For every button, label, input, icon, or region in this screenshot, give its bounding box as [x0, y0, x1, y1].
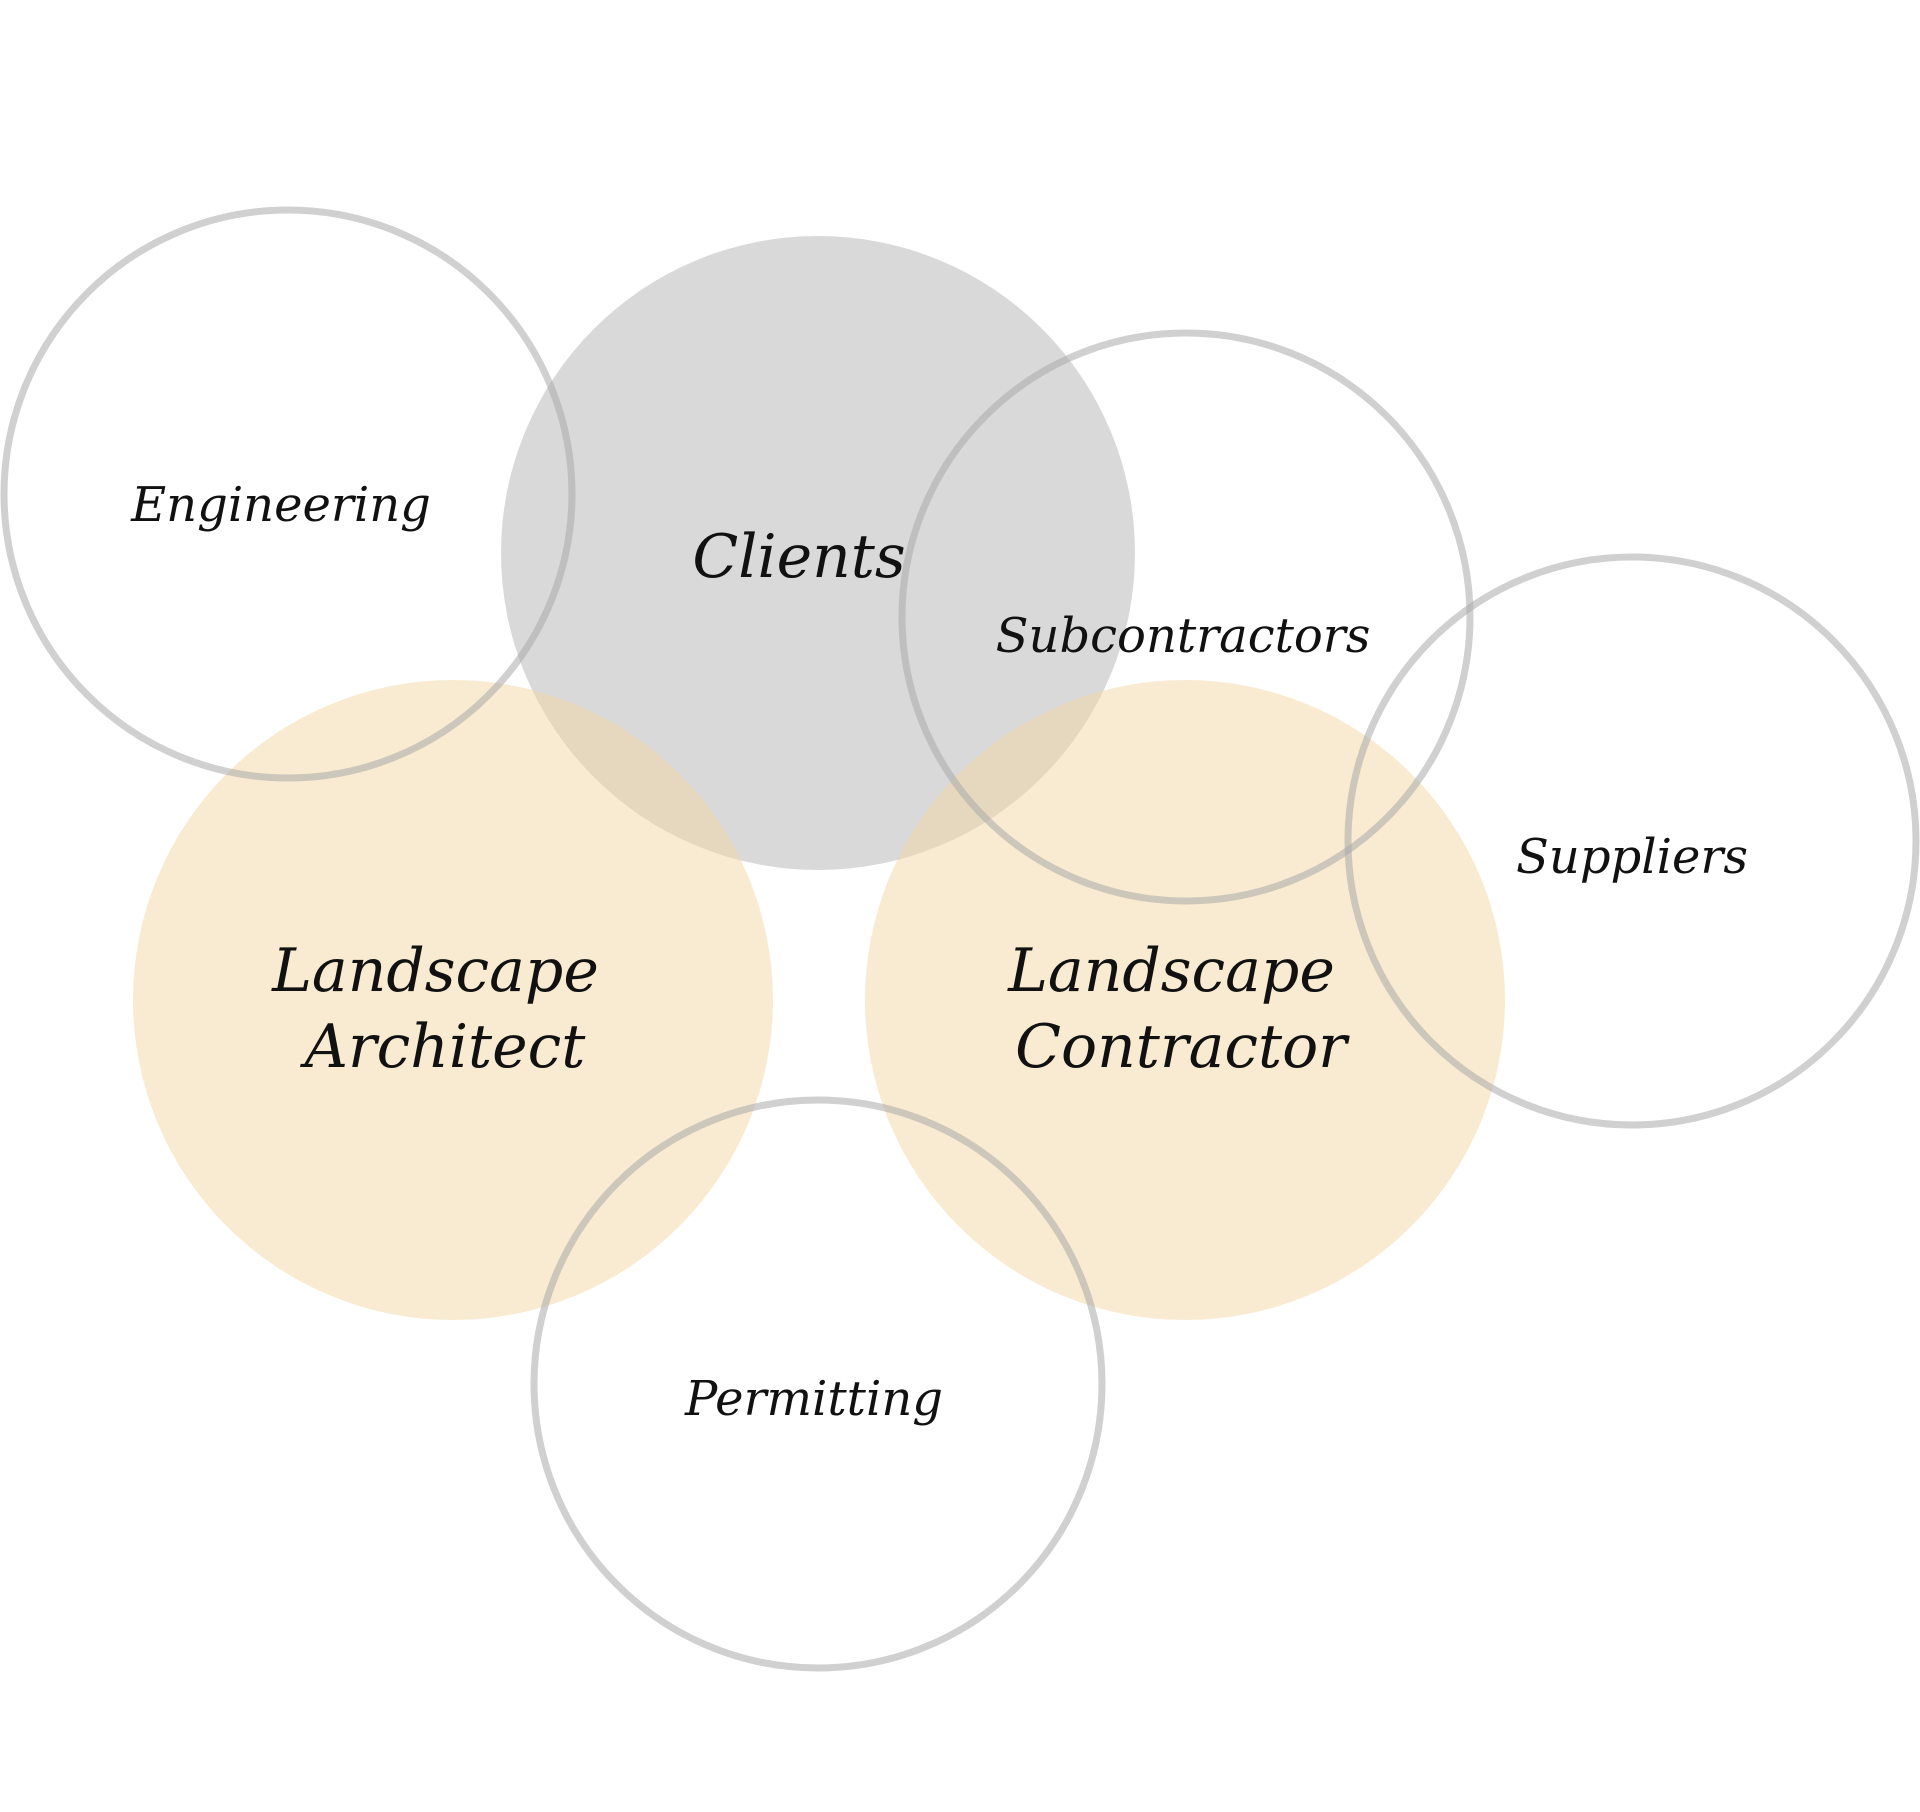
- subcontractors-circle: [898, 329, 1474, 905]
- subcontractors-label: Subcontractors: [996, 608, 1371, 664]
- landscape-architect-circle: [133, 680, 773, 1320]
- landscape-architect-label-line2: Architect: [300, 1012, 587, 1082]
- permitting-label: Permitting: [684, 1371, 943, 1427]
- clients-circle: [501, 236, 1135, 870]
- permitting-circle: [530, 1096, 1106, 1672]
- landscape-architect-label-line1: Landscape: [271, 936, 599, 1006]
- clients-label: Clients: [692, 522, 905, 592]
- landscape-contractor-label: Landscape Contractor: [1007, 936, 1354, 1082]
- suppliers-label: Suppliers: [1516, 829, 1748, 885]
- landscape-contractor-label-line1: Landscape: [1007, 936, 1335, 1006]
- suppliers-circle: [1344, 553, 1920, 1129]
- landscape-contractor-label-line2: Contractor: [1015, 1012, 1350, 1082]
- engineering-circle: [0, 206, 576, 782]
- engineering-label: Engineering: [130, 477, 431, 533]
- landscape-architect-label: Landscape Architect: [271, 936, 618, 1082]
